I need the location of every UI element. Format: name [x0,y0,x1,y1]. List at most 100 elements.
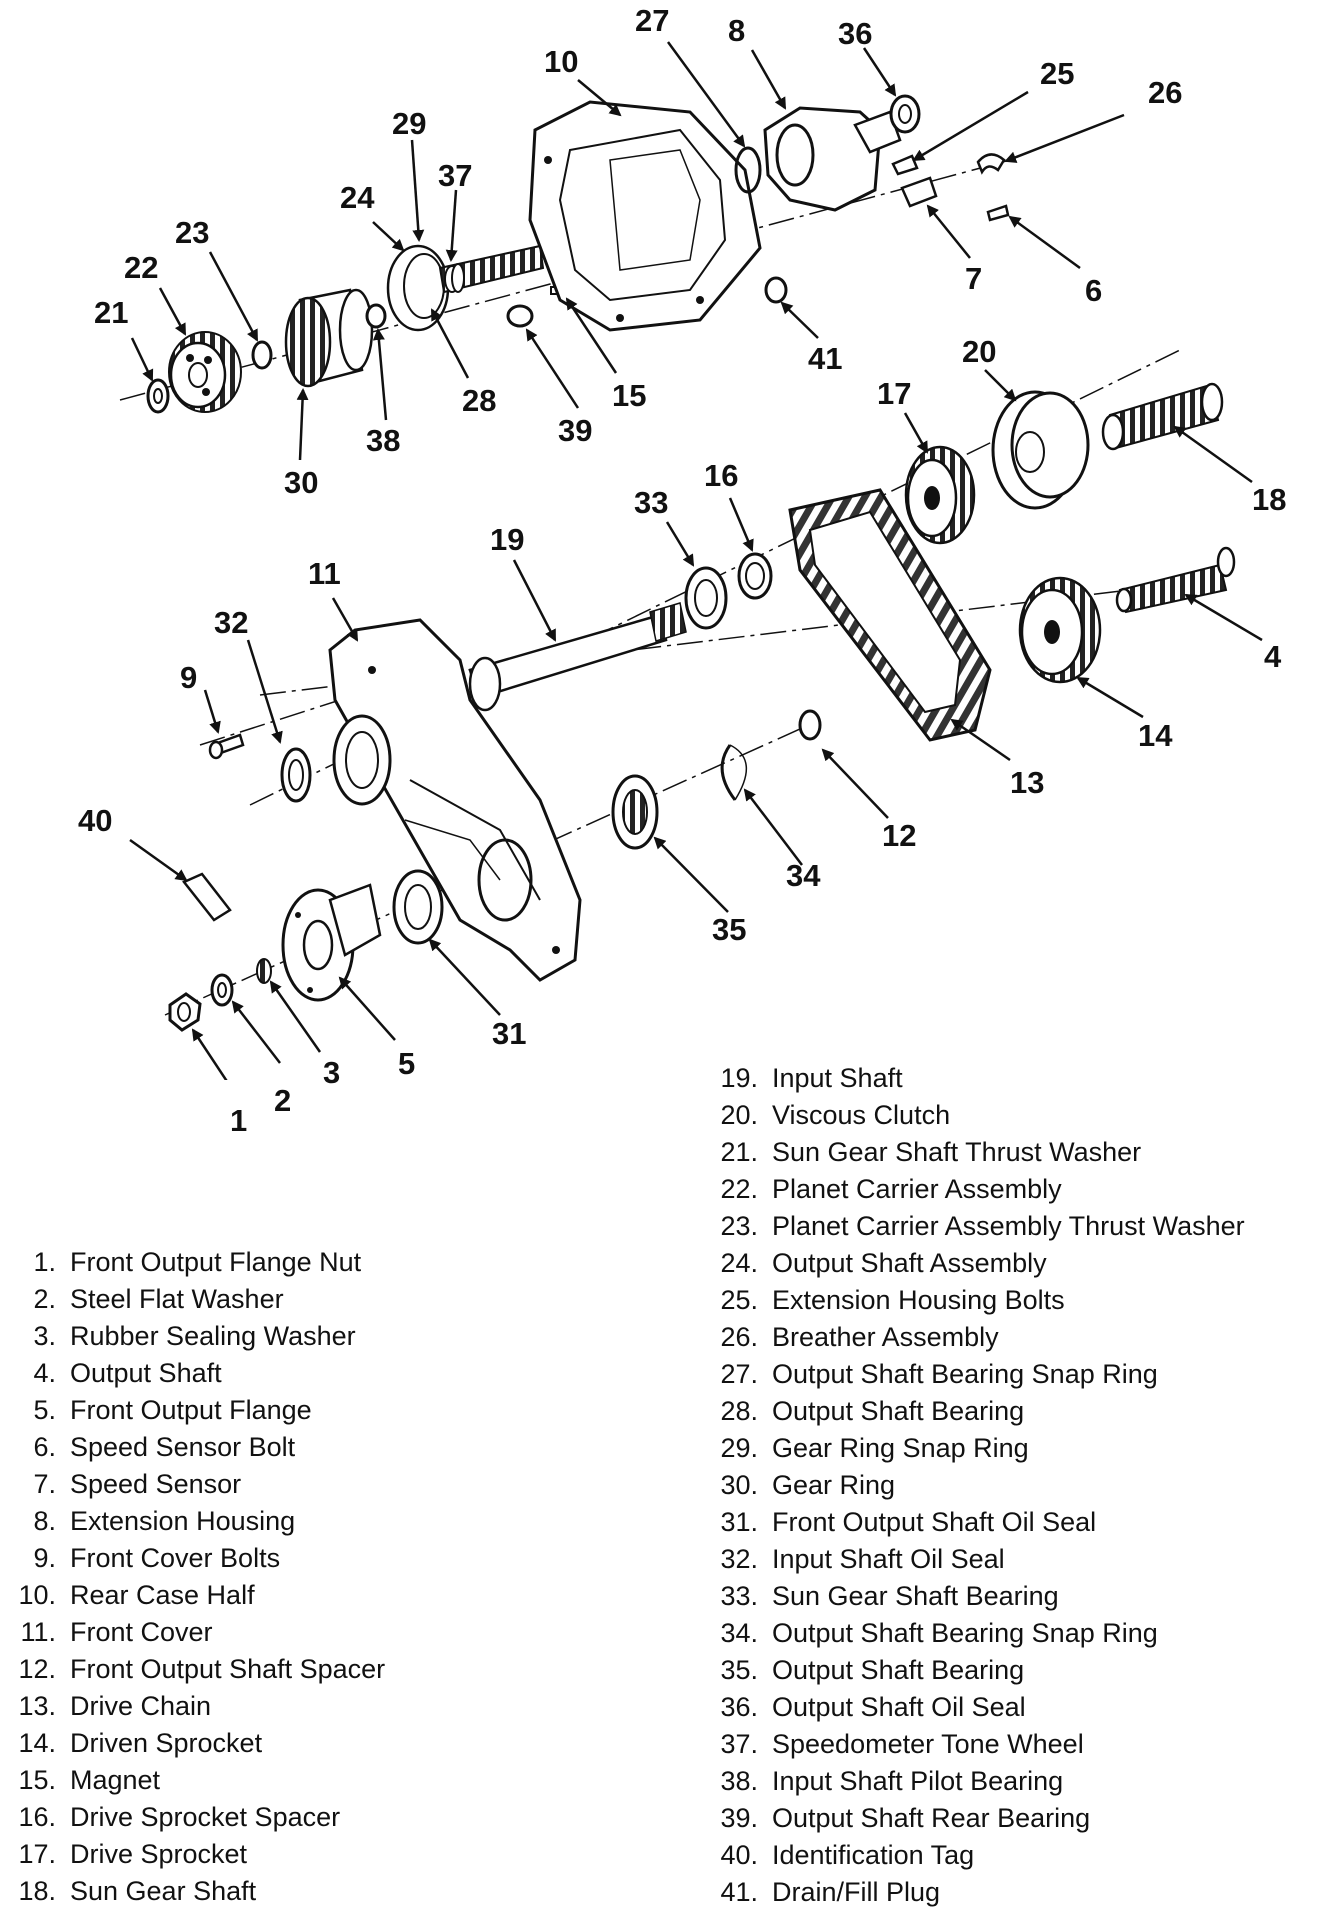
front-output-shaft-spacer-part [798,709,822,741]
leader-arrow-22 [158,287,187,336]
callout-41: 41 [808,341,843,376]
legend-label: Planet Carrier Assembly [772,1174,1062,1204]
legend-label: Output Shaft Assembly [772,1248,1047,1278]
legend-item: 40.Identification Tag [700,1837,1245,1874]
callout-24: 24 [340,180,375,215]
legend-number: 34. [720,1618,758,1648]
legend-item: 13.Drive Chain [6,1688,385,1725]
legend-number: 30. [720,1470,758,1500]
legend-number: 27. [720,1359,758,1389]
leader-arrow-29 [410,139,425,242]
leader-arrow-37 [445,189,458,262]
breather-assembly-part [976,153,1006,175]
legend-item: 33.Sun Gear Shaft Bearing [700,1578,1245,1615]
legend-label: Viscous Clutch [772,1100,951,1130]
legend-number: 39. [720,1803,758,1833]
drain-fill-plug-part [764,276,788,304]
leader-arrow-40 [129,838,188,882]
legend-item: 25.Extension Housing Bolts [700,1282,1245,1319]
legend-item: 34.Output Shaft Bearing Snap Ring [700,1615,1245,1652]
legend-label: Output Shaft Bearing [772,1655,1025,1685]
output-shaft-part [1115,546,1236,614]
legend-item: 14.Driven Sprocket [6,1725,385,1762]
legend-item: 26. Breather Assembly [700,1319,1245,1356]
legend-number: 8. [33,1506,56,1536]
callout-3: 3 [323,1055,341,1090]
callout-19: 19 [490,522,525,557]
legend-number: 6. [33,1432,56,1462]
callout-37: 37 [438,158,473,193]
leader-arrow-4 [1184,593,1263,642]
leader-arrow-2 [231,1000,281,1064]
legend-number: 9. [33,1543,56,1573]
legend-label: Output Shaft Rear Bearing [772,1803,1091,1833]
callout-1: 1 [230,1103,248,1138]
legend-label: Output Shaft Bearing Snap Ring [772,1359,1158,1389]
legend-label: Speedometer Tone Wheel [772,1729,1084,1759]
legend-item: 24.Output Shaft Assembly [700,1245,1245,1282]
legend-number: 28. [720,1396,758,1426]
legend-label: Drain/Fill Plug [772,1877,941,1907]
legend-number: 36. [720,1692,758,1722]
legend-item: 27. Output Shaft Bearing Snap Ring [700,1356,1245,1393]
legend-item: 11.Front Cover [6,1614,385,1651]
legend-label: Drive Sprocket [70,1839,248,1869]
front-cover-part [328,618,582,982]
legend-item: 31. Front Output Shaft Oil Seal [700,1504,1245,1541]
legend-item: 15.Magnet [6,1762,385,1799]
callout-28: 28 [462,383,497,418]
leader-arrow-18 [1173,425,1253,484]
callout-31: 31 [492,1016,527,1051]
legend-number: 31. [720,1507,758,1537]
callout-33: 33 [634,485,669,520]
legend-label: Front Output Shaft Oil Seal [772,1507,1097,1537]
legend-item: 28.Output Shaft Bearing [700,1393,1245,1430]
leader-arrow-10 [577,79,622,117]
legend-item: 4.Output Shaft [6,1355,385,1392]
legend-number: 14. [18,1728,56,1758]
legend-label: Front Output Flange Nut [70,1247,362,1277]
legend-item: 32.Input Shaft Oil Seal [700,1541,1245,1578]
leader-arrow-39 [525,328,580,409]
callout-30: 30 [284,465,319,500]
output-shaft-bearing-snap-ring-part [720,744,748,801]
rubber-sealing-washer-part [256,958,272,984]
callout-20: 20 [962,334,997,369]
callout-2: 2 [274,1083,292,1118]
legend-number: 37. [720,1729,758,1759]
output-shaft-oil-seal-part [889,94,921,134]
callout-18: 18 [1252,482,1287,517]
driven-sprocket-part [1018,576,1102,684]
callout-12: 12 [882,818,917,853]
leader-arrow-14 [1076,676,1144,719]
drive-sprocket-part [904,445,976,545]
legend-number: 22. [720,1174,758,1204]
callout-17: 17 [877,376,912,411]
legend-right-column: 19.Input Shaft 20.Viscous Clutch 21.Sun … [700,1060,1245,1911]
speedometer-tone-wheel-part [451,263,465,293]
legend-number: 26. [720,1322,758,1352]
legend-number: 15. [18,1765,56,1795]
legend-label: Breather Assembly [772,1322,999,1352]
legend-number: 23. [720,1211,758,1241]
legend-number: 29. [720,1433,758,1463]
legend-item: 38.Input Shaft Pilot Bearing [700,1763,1245,1800]
callout-23: 23 [175,215,210,250]
axis-line-upper [119,159,1011,401]
leader-arrow-7 [926,204,971,259]
legend-label: Rubber Sealing Washer [70,1321,356,1351]
leader-arrow-24 [372,221,405,252]
legend-label: Gear Ring [772,1470,896,1500]
rear-case-half-part [528,100,762,332]
legend-number: 20. [720,1100,758,1130]
legend-item: 6.Speed Sensor Bolt [6,1429,385,1466]
legend-item: 3. Rubber Sealing Washer [6,1318,385,1355]
legend-number: 3. [33,1321,56,1351]
legend-label: Rear Case Half [70,1580,255,1610]
legend-item: 5.Front Output Flange [6,1392,385,1429]
legend-item: 37. Speedometer Tone Wheel [700,1726,1245,1763]
legend-number: 25. [720,1285,758,1315]
leader-arrow-6 [1008,215,1081,270]
legend-label: Planet Carrier Assembly Thrust Washer [772,1211,1245,1241]
legend-label: Sun Gear Shaft Bearing [772,1581,1059,1611]
